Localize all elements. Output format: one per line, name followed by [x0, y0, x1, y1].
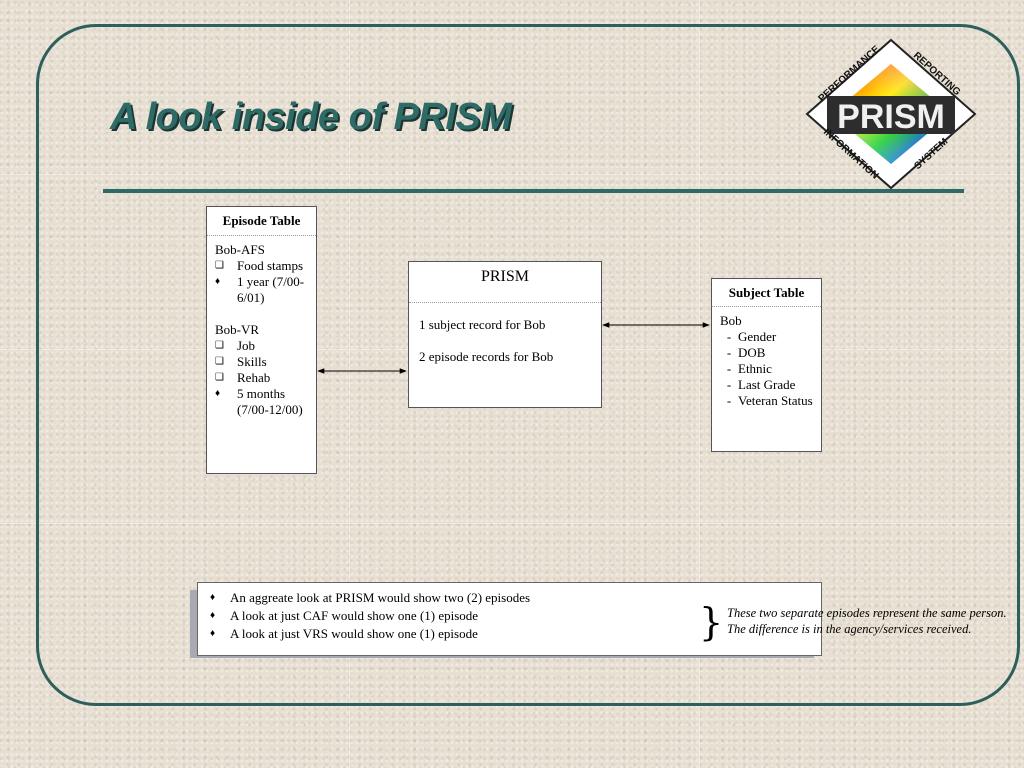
bullet-icon: ❑: [215, 260, 224, 271]
episode-group-name: Bob-AFS: [215, 242, 265, 257]
diamond-bullet-icon: ♦: [210, 592, 216, 603]
prism-box-header: PRISM: [409, 262, 601, 303]
list-item-text: Skills: [237, 354, 267, 369]
list-item-text: A look at just VRS would show one (1) ep…: [230, 626, 478, 641]
list-item: ♦ An aggreate look at PRISM would show tw…: [210, 589, 821, 607]
list-item-text: Ethnic: [738, 361, 772, 376]
brace-icon: }: [699, 600, 724, 644]
list-item: -Last Grade: [720, 377, 813, 393]
list-item: -Veteran Status: [720, 393, 813, 409]
background-tile-seam: [349, 0, 350, 768]
list-item: ♦ A look at just CAF would show one (1) e…: [210, 607, 821, 625]
subject-table-header: Subject Table: [712, 279, 821, 307]
diamond-bullet-icon: ♦: [210, 628, 216, 639]
list-item-text: Gender: [738, 329, 777, 344]
list-item-text: Food stamps: [237, 258, 304, 273]
list-item: ❑ Job: [215, 338, 308, 354]
note-explanation: These two separate episodes represent th…: [727, 606, 1007, 636]
list-item-text: Veteran Status: [738, 393, 813, 408]
background-tile-seam: [0, 523, 1024, 524]
subject-name: Bob: [720, 313, 742, 328]
logo-center-text: PRISM: [837, 98, 945, 136]
dash-icon: -: [726, 329, 732, 344]
prism-logo: PRISM PERFORMANCE REPORTING INFORMATION …: [805, 38, 977, 190]
dash-icon: -: [726, 377, 732, 392]
list-item: ♦ 5 months (7/00-12/00): [215, 386, 308, 418]
bullet-icon: ♦: [215, 388, 221, 399]
episode-table-header: Episode Table: [207, 207, 316, 236]
episode-table: Episode Table Bob-AFS ❑ Food stamps ♦ 1 ye…: [206, 206, 317, 474]
list-item: ❑ Rehab: [215, 370, 308, 386]
dash-icon: -: [726, 345, 732, 360]
bullet-icon: ❑: [215, 356, 224, 367]
list-item: ❑ Food stamps: [215, 258, 308, 274]
list-item-text: Job: [237, 338, 256, 353]
list-item-text: DOB: [738, 345, 766, 360]
slide-frame: [36, 24, 1020, 706]
bullet-icon: ♦: [215, 276, 221, 287]
logo-center-band: [827, 96, 955, 134]
list-item: -Ethnic: [720, 361, 813, 377]
list-item: -Gender: [720, 329, 813, 345]
prism-episode-count: 2 episode records for Bob: [419, 349, 554, 364]
background-tile-seam: [0, 174, 1024, 175]
episode-group-name: Bob-VR: [215, 322, 260, 337]
prism-box: PRISM 1 subject record for Bob 2 episode…: [408, 261, 602, 408]
diamond-bullet-icon: ♦: [210, 610, 216, 621]
list-item-text: Last Grade: [738, 377, 796, 392]
title-underline: [103, 189, 964, 193]
list-item-text: 1 year (7/00-6/01): [237, 274, 305, 305]
list-item: ♦ 1 year (7/00-6/01): [215, 274, 308, 306]
list-item: ♦ A look at just VRS would show one (1) e…: [210, 625, 821, 643]
subject-table: Subject Table Bob -Gender -DOB -Ethnic -…: [711, 278, 822, 452]
prism-subject-count: 1 subject record for Bob: [419, 317, 546, 332]
background-tile-seam: [699, 0, 700, 768]
bullet-icon: ❑: [215, 340, 224, 351]
bullet-icon: ❑: [215, 372, 224, 383]
list-item: ❑ Skills: [215, 354, 308, 370]
list-item-text: Rehab: [237, 370, 271, 385]
note-box: ♦ An aggreate look at PRISM would show tw…: [197, 582, 1007, 656]
list-item-text: A look at just CAF would show one (1) ep…: [230, 608, 479, 623]
list-item: -DOB: [720, 345, 813, 361]
slide-title: A look inside of PRISM: [110, 96, 512, 138]
list-item-text: 5 months (7/00-12/00): [237, 386, 303, 417]
dash-icon: -: [726, 361, 732, 376]
dash-icon: -: [726, 393, 732, 408]
list-item-text: An aggreate look at PRISM would show two…: [230, 590, 531, 605]
